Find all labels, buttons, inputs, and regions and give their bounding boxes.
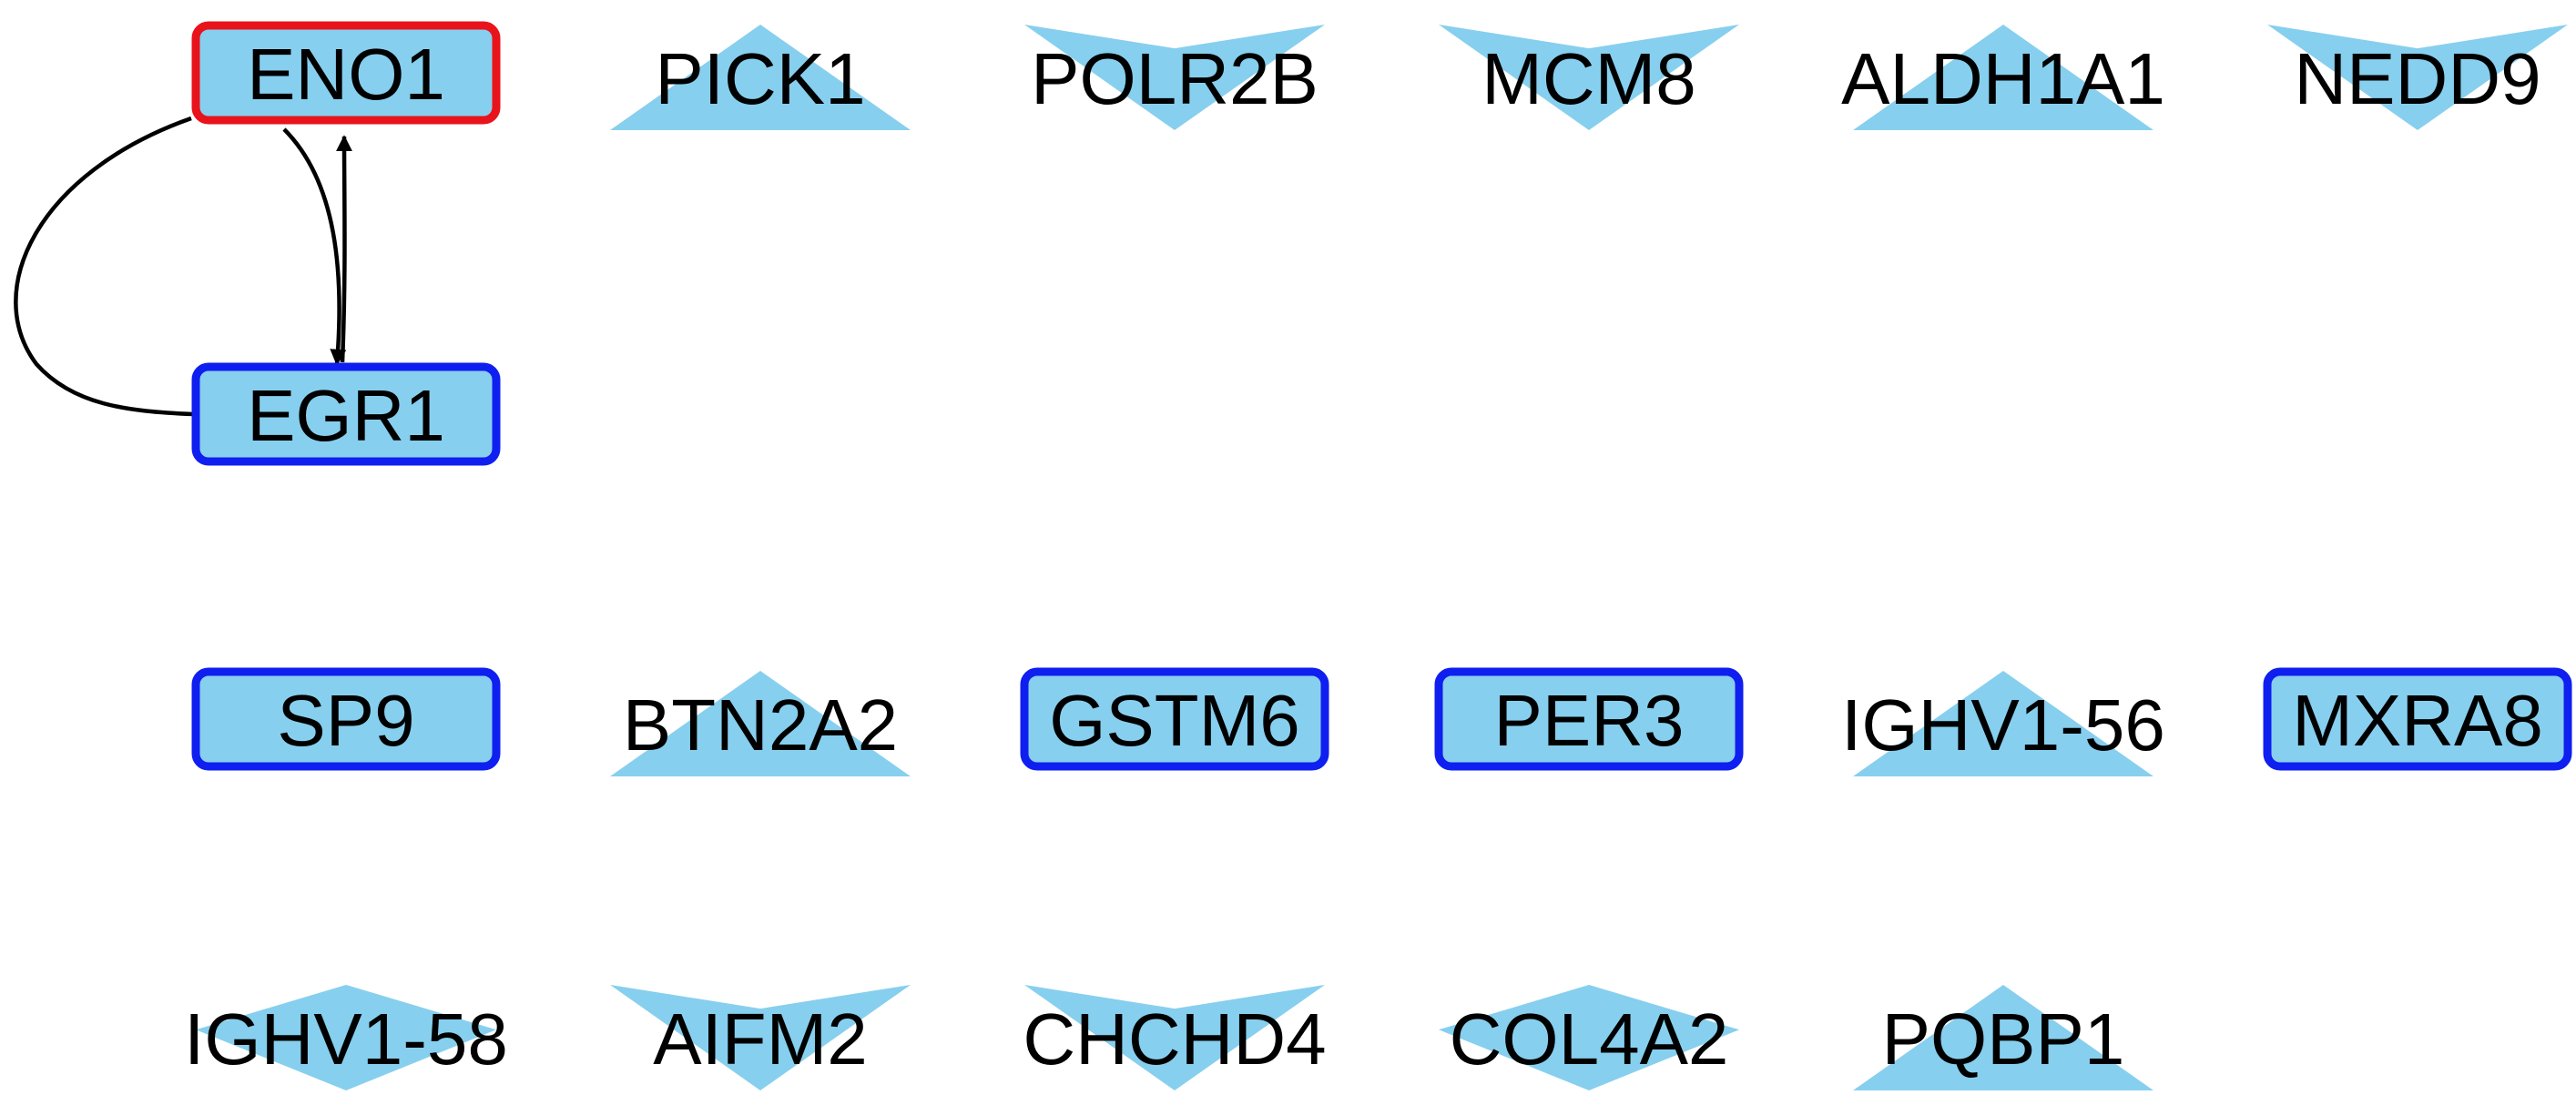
node-ighv1-56: IGHV1-56 (1841, 671, 2165, 776)
node-label-col4a2: COL4A2 (1450, 999, 1729, 1080)
node-shape-mcm8 (1439, 25, 1739, 130)
node-shape-mxra8 (2263, 667, 2572, 771)
node-label-chchd4: CHCHD4 (1023, 999, 1326, 1080)
node-btn2a2: BTN2A2 (610, 671, 911, 776)
node-label-pqbp1: PQBP1 (1882, 999, 2125, 1080)
node-shape-pqbp1 (1853, 985, 2153, 1090)
node-shape-ighv1-58 (196, 985, 496, 1090)
node-pick1: PICK1 (610, 25, 911, 130)
node-shape-egr1 (191, 362, 501, 466)
node-aldh1a1: ALDH1A1 (1841, 25, 2165, 130)
node-shape-gstm6 (1020, 667, 1329, 771)
node-label-aldh1a1: ALDH1A1 (1841, 38, 2165, 119)
node-nedd9: NEDD9 (2267, 25, 2568, 130)
node-label-egr1: EGR1 (247, 375, 445, 456)
node-shape-nedd9 (2267, 25, 2568, 130)
node-eno1: ENO1 (191, 21, 501, 125)
node-label-mcm8: MCM8 (1481, 38, 1696, 119)
node-label-sp9: SP9 (277, 680, 414, 761)
node-label-polr2b: POLR2B (1031, 38, 1319, 119)
node-label-gstm6: GSTM6 (1049, 680, 1300, 761)
node-label-nedd9: NEDD9 (2294, 38, 2540, 119)
node-mcm8: MCM8 (1439, 25, 1739, 130)
node-ighv1-58: IGHV1-58 (184, 985, 508, 1090)
node-label-per3: PER3 (1494, 680, 1685, 761)
node-shape-polr2b (1024, 25, 1325, 130)
node-gstm6: GSTM6 (1020, 667, 1329, 771)
node-shape-pick1 (610, 25, 911, 130)
node-label-mxra8: MXRA8 (2292, 680, 2543, 761)
node-label-eno1: ENO1 (247, 34, 445, 115)
node-shape-aldh1a1 (1853, 25, 2153, 130)
node-shape-aifm2 (610, 985, 911, 1090)
node-label-aifm2: AIFM2 (653, 999, 868, 1080)
node-egr1: EGR1 (191, 362, 501, 466)
edge-eno1-egr1-undirected (14, 116, 194, 417)
node-polr2b: POLR2B (1024, 25, 1325, 130)
node-sp9: SP9 (191, 667, 501, 771)
node-label-ighv1-58: IGHV1-58 (184, 999, 508, 1080)
node-shape-chchd4 (1024, 985, 1325, 1090)
node-shape-sp9 (191, 667, 501, 771)
node-label-btn2a2: BTN2A2 (623, 684, 898, 765)
node-mxra8: MXRA8 (2263, 667, 2572, 771)
node-per3: PER3 (1434, 667, 1744, 771)
node-shape-col4a2 (1439, 985, 1739, 1090)
edges-layer (14, 116, 353, 417)
node-shape-btn2a2 (610, 671, 911, 776)
node-pqbp1: PQBP1 (1853, 985, 2153, 1090)
edge-eno1-to-egr1 (282, 127, 347, 366)
node-aifm2: AIFM2 (610, 985, 911, 1090)
node-col4a2: COL4A2 (1439, 985, 1739, 1090)
node-label-pick1: PICK1 (655, 38, 865, 119)
node-shape-ighv1-56 (1853, 671, 2153, 776)
node-label-ighv1-56: IGHV1-56 (1841, 684, 2165, 765)
node-chchd4: CHCHD4 (1023, 985, 1327, 1090)
node-shape-per3 (1434, 667, 1744, 771)
edge-egr1-to-eno1 (336, 135, 353, 363)
node-shape-eno1 (191, 21, 501, 125)
